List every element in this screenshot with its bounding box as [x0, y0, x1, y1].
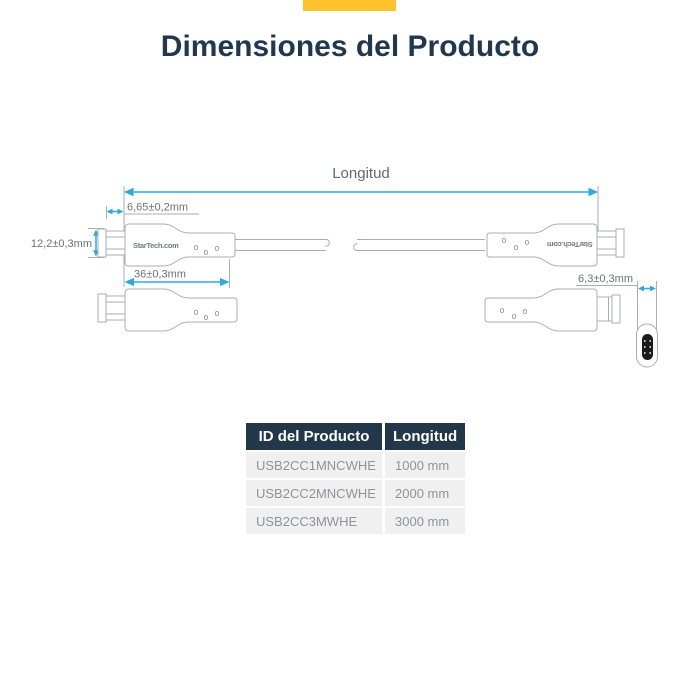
connector-width-dimension: 12,2±0,3mm [31, 228, 104, 258]
connector-top-view-left: 0 0 0 [97, 288, 238, 332]
arrowhead-left-icon [124, 277, 134, 287]
pin-dot [649, 352, 652, 354]
cable-with-break [235, 239, 485, 251]
connector-body [124, 288, 238, 332]
mold-mark: 0 [502, 236, 506, 245]
pin-dot [649, 340, 652, 342]
cable-break-curl-right [353, 243, 358, 251]
plug-length-label: 6,65±0,2mm [127, 202, 188, 214]
connector-width-label: 12,2±0,3mm [31, 238, 92, 250]
product-id-cell: USB2CC2MNCWHE [246, 480, 382, 506]
length-dimension-label: Longitud [332, 165, 390, 182]
mold-mark: 0 [514, 243, 518, 252]
table-row: USB2CC2MNCWHE 2000 mm [246, 480, 466, 506]
product-id-cell: USB2CC1MNCWHE [246, 452, 382, 478]
cable-side-view: StarTech.com 0 0 0 StarTech.com 0 0 0 [97, 223, 625, 267]
mold-mark: 0 [204, 248, 208, 257]
connector-length-label: 36±0,3mm [134, 269, 186, 281]
mold-mark: 0 [215, 309, 219, 318]
cable-break-curl-left [325, 239, 330, 247]
product-table: ID del Producto Longitud USB2CC1MNCWHE 1… [243, 421, 468, 536]
plug-tip [596, 230, 617, 256]
mold-mark: 0 [512, 312, 516, 321]
plug-base [97, 293, 107, 323]
plug-tip [105, 230, 126, 256]
arrowhead-right-icon [220, 277, 230, 287]
usb-c-connector-left: StarTech.com 0 0 0 [97, 223, 236, 267]
arrowhead-right-icon [650, 285, 656, 292]
length-cell: 2000 mm [385, 480, 466, 506]
length-dimension: Longitud [123, 165, 599, 287]
plug-base [615, 228, 625, 258]
column-header-length: Longitud [385, 423, 466, 450]
usb-c-connector-right: StarTech.com 0 0 0 [486, 223, 625, 267]
brand-accent-bar [303, 0, 396, 11]
connector-body [486, 223, 598, 267]
arrowhead-left-icon [638, 285, 644, 292]
connector-brand-text: StarTech.com [133, 241, 179, 250]
pin-dot [643, 340, 646, 342]
arrowhead-up-icon [93, 229, 99, 236]
connector-top-view-right: 0 0 0 [484, 288, 621, 332]
table-row: USB2CC3MWHE 3000 mm [246, 508, 466, 534]
page-title: Dimensiones del Producto [160, 30, 540, 63]
pin-dot [643, 352, 646, 354]
column-header-product-id: ID del Producto [246, 423, 382, 450]
mold-mark: 0 [523, 307, 527, 316]
arrowhead-left-icon [124, 187, 134, 197]
plug-thickness-dimension: 6,3±0,3mm [576, 273, 657, 332]
plug-tip [596, 296, 613, 322]
arrowhead-right-icon [117, 208, 124, 215]
table-row: USB2CC1MNCWHE 1000 mm [246, 452, 466, 478]
arrowhead-left-icon [106, 208, 113, 215]
arrowhead-right-icon [588, 187, 598, 197]
mold-mark: 0 [500, 306, 504, 315]
mold-mark: 0 [215, 244, 219, 253]
length-cell: 1000 mm [385, 452, 466, 478]
pin-dot [643, 346, 646, 348]
plug-tip [105, 295, 126, 321]
arrowhead-down-icon [93, 250, 99, 257]
product-id-cell: USB2CC3MWHE [246, 508, 382, 534]
connector-length-dimension: 36±0,3mm [124, 259, 230, 288]
connector-front-view [636, 323, 658, 368]
connector-body [484, 288, 598, 332]
mold-mark: 0 [194, 308, 198, 317]
mold-mark: 0 [194, 243, 198, 252]
pin-dot [649, 346, 652, 348]
plug-base [611, 294, 621, 324]
connector-body [124, 223, 236, 267]
usb-c-port-icon [642, 334, 653, 360]
plug-base [97, 228, 107, 258]
mold-mark: 0 [204, 313, 208, 322]
mold-mark: 0 [525, 238, 529, 247]
length-cell: 3000 mm [385, 508, 466, 534]
plug-length-dimension: 6,65±0,2mm [106, 202, 199, 219]
plug-thickness-label: 6,3±0,3mm [578, 273, 633, 285]
table-header-row: ID del Producto Longitud [246, 423, 466, 450]
connector-brand-text: StarTech.com [547, 240, 593, 249]
